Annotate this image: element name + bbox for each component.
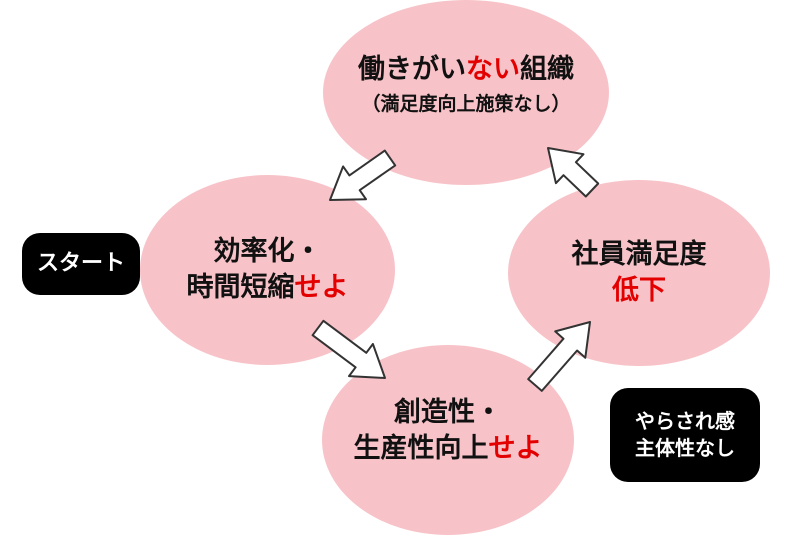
node-top-text-c: 組織 [520,54,574,85]
cycle-node-creativity: 創造性・ 生産性向上せよ [322,345,574,535]
node-bottom-line1: 創造性・ [394,397,502,428]
note-badge-line1: やらされ感 [635,409,735,433]
node-left-line2: 時間短縮せよ [187,270,349,306]
node-bottom-line2: 生産性向上せよ [354,431,543,467]
node-left-text-a: 時間短縮 [186,272,295,303]
note-badge-line2: 主体性なし [635,436,735,460]
node-left-text-highlight: せよ [294,272,349,303]
node-bottom-text-highlight: せよ [488,433,543,465]
node-right-line1: 社員満足度 [571,238,707,270]
cycle-node-efficiency: 効率化・ 時間短縮せよ [140,175,395,365]
start-badge: スタート [22,233,140,295]
node-bottom-text-a: 生産性向上 [353,433,489,465]
cycle-node-unrewarding-organization: 働きがいない組織 （満足度向上施策なし） [323,0,609,185]
node-left-line1: 効率化・ [213,235,322,267]
note-badge: やらされ感 主体性なし [610,388,760,482]
node-top-subtitle: （満足度向上施策なし） [361,93,571,116]
node-top-title: 働きがいない組織 [358,52,574,88]
node-right-line2: 低下 [612,275,666,306]
cycle-node-satisfaction-decline: 社員満足度 低下 [508,180,770,366]
start-badge-label: スタート [36,251,125,277]
node-top-text-a: 働きがい [358,54,466,85]
node-top-text-highlight: ない [466,54,520,85]
